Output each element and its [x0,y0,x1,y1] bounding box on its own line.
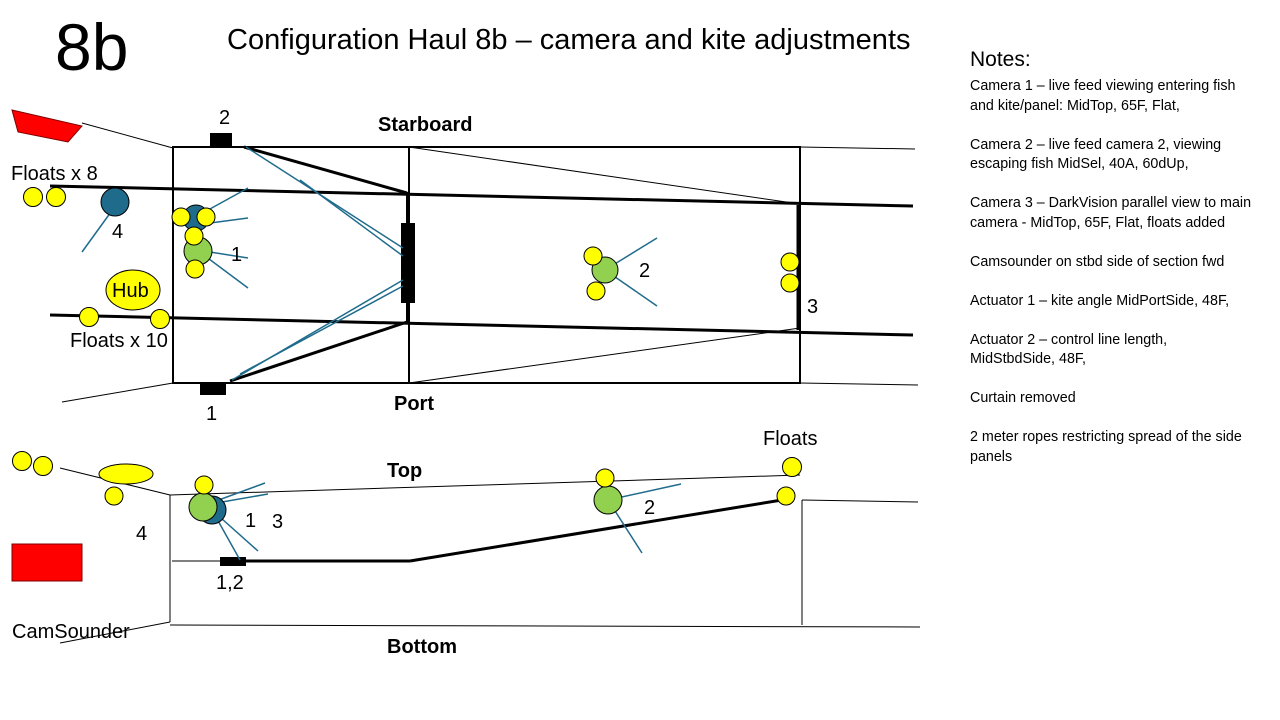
actuator-1-label: 1 [206,403,217,425]
float-icon [171,207,191,227]
hub-label: Hub [112,280,149,302]
float-icon [104,486,124,506]
camera-4-label: 4 [136,523,147,545]
note-item: Actuator 2 – control line length, MidStb… [970,331,1168,368]
notes-heading: Notes: [970,48,1031,71]
float-icon [583,246,603,266]
camera-1-label: 1 [245,510,256,532]
float-icon [776,486,796,506]
rear-diagonal-bottom [408,327,801,384]
floats-upper-label: Floats x 8 [11,163,98,185]
camera-4-icon [100,187,130,217]
camsounder-icon [11,543,83,582]
note-item: Curtain removed [970,390,1076,406]
note-item: Camera 3 – DarkVision parallel view to m… [970,195,1252,231]
camera-3-label: 3 [272,511,283,533]
camera-3-label: 3 [807,296,818,318]
float-icon [196,207,216,227]
actuator-label: 1,2 [216,572,244,594]
rear-diagonal-top [408,146,801,205]
control-line-top [243,145,408,195]
actuator-2-label: 2 [219,107,230,129]
bottom-label: Bottom [387,636,457,658]
floats-lower-label: Floats x 10 [70,330,168,352]
float-icon [79,307,99,327]
footrope [49,313,914,337]
notes-panel: Notes: Camera 1 – live feed viewing ente… [970,48,1255,487]
slide-title: Configuration Haul 8b – camera and kite … [227,24,911,56]
lower-view: Top Bottom Floats 4 1 3 2 1,2 CamSounder [11,428,921,658]
control-line-bottom [229,320,408,383]
codend-top-line [801,499,919,503]
notes-list: Camera 1 – live feed viewing entering fi… [970,77,1255,467]
float-icon [185,259,205,279]
camera-2-icon [593,485,623,515]
camera-1-icon [188,492,218,522]
float-icon [33,456,53,476]
float-icon [194,475,214,495]
float-icon [780,252,800,272]
camera-2-label: 2 [644,497,655,519]
note-item: Camsounder on stbd side of section fwd [970,253,1225,270]
float-icon [780,273,800,293]
red-marker-icon [11,109,83,143]
note-item: Actuator 1 – kite angle MidPortSide, 48F… [970,292,1230,309]
note-item: Camera 1 – live feed viewing entering fi… [970,78,1236,114]
headline-rope [49,184,914,208]
hub-icon [105,269,161,311]
kite-float-icon [98,463,154,485]
float-icon [12,451,32,471]
camsounder-label: CamSounder [12,621,130,643]
control-line-ramp [409,497,789,563]
float-icon [46,187,66,207]
starboard-label: Starboard [378,114,472,136]
trawl-diagram: Starboard Port 2 1 Floats x 8 Floats x 1… [11,107,921,658]
float-icon [150,309,170,329]
lower-bridle-line [61,382,174,403]
top-label: Top [387,460,422,482]
float-icon [23,187,43,207]
top-edge-line [169,474,801,496]
codend-line-bottom [799,382,919,386]
actuator-icon [220,557,246,566]
bridle-line [81,122,174,149]
floats-label: Floats [763,428,817,450]
camera-2-label: 2 [639,260,650,282]
float-icon [184,226,204,246]
kite-panel-block [401,223,415,303]
port-label: Port [394,393,434,415]
bottom-edge-line [169,624,921,628]
note-item: Camera 2 – live feed camera 2, viewing e… [970,136,1222,173]
float-icon [782,457,802,477]
slide-number: 8b [55,10,129,84]
codend-line-top [799,146,916,150]
actuator-1-icon [200,383,226,395]
camera-4-label: 4 [112,221,123,243]
upper-view: Starboard Port 2 1 Floats x 8 Floats x 1… [11,107,919,425]
note-item: 2 meter ropes restricting spread of the … [970,429,1242,465]
bottom-bridle-line [59,621,171,644]
float-icon [586,281,606,301]
float-icon [595,468,615,488]
camera-1-label: 1 [231,244,242,266]
actuator-2-icon [210,133,232,147]
